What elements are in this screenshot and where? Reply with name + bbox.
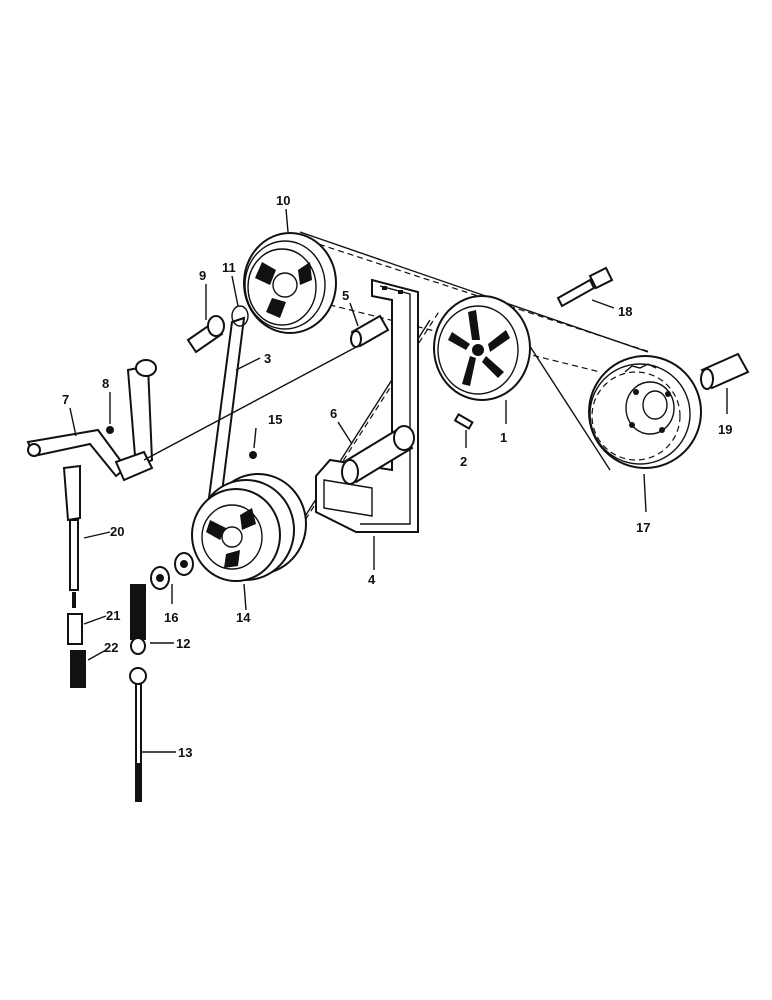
- screw-15: [249, 451, 257, 459]
- callout-18: 18: [618, 304, 632, 319]
- callout-22: 22: [104, 640, 118, 655]
- bushing-19: [700, 352, 750, 390]
- large-pulley-17: [588, 355, 702, 469]
- callout-16: 16: [164, 610, 178, 625]
- sleeve-21: [67, 613, 83, 645]
- ring-11: [231, 305, 249, 327]
- spoked-pulley-1: [433, 295, 531, 401]
- callout-6: 6: [330, 406, 337, 421]
- key-2: [453, 413, 474, 430]
- rod-end-20: [62, 464, 81, 608]
- eye-bolt-13: [129, 667, 147, 802]
- callout-17: 17: [636, 520, 650, 535]
- callout-15: 15: [268, 412, 282, 427]
- callout-9: 9: [199, 268, 206, 283]
- bearings-16: [150, 552, 194, 590]
- callout-1: 1: [500, 430, 507, 445]
- callout-8: 8: [102, 376, 109, 391]
- spring-22: [70, 650, 86, 688]
- callout-14: 14: [236, 610, 251, 625]
- callout-13: 13: [178, 745, 192, 760]
- callout-2: 2: [460, 454, 467, 469]
- screw-8: [106, 426, 114, 434]
- callout-10: 10: [276, 193, 290, 208]
- callout-19: 19: [718, 422, 732, 437]
- callouts: 10 9 11 5 18 3 8 7 6 15 19 1 2 17 20 4 1…: [62, 193, 732, 760]
- callout-3: 3: [264, 351, 271, 366]
- callout-21: 21: [106, 608, 120, 623]
- upper-pulley-10: [243, 232, 337, 334]
- callout-20: 20: [110, 524, 124, 539]
- callout-5: 5: [342, 288, 349, 303]
- double-pulley-14: [191, 473, 307, 582]
- callout-11: 11: [222, 260, 236, 275]
- lever-7: [26, 344, 361, 482]
- callout-4: 4: [368, 572, 376, 587]
- spring-12: [130, 584, 146, 655]
- pin-18: [556, 266, 614, 308]
- leader-lines: [69, 208, 728, 753]
- shaft-6: [341, 425, 415, 485]
- callout-12: 12: [176, 636, 190, 651]
- stud-9: [186, 315, 225, 354]
- callout-7: 7: [62, 392, 69, 407]
